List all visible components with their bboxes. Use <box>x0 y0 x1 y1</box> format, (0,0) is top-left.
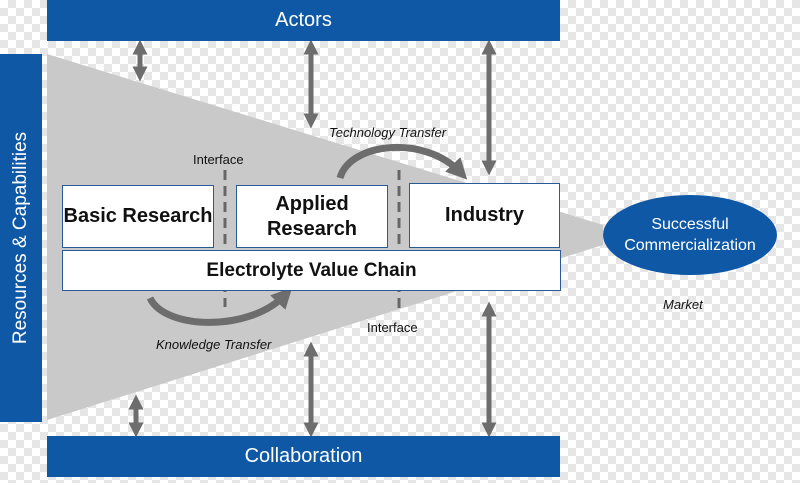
successful-commercialization-label: Successful Commercialization <box>624 216 756 254</box>
actors-bar: Actors <box>47 0 560 41</box>
collaboration-label: Collaboration <box>244 445 363 467</box>
actors-label: Actors <box>275 9 332 31</box>
industry-label: Industry <box>445 204 524 226</box>
resources-capabilities-bar: Resources & Capabilities <box>0 54 42 422</box>
resources-capabilities-label: Resources & Capabilities <box>10 131 32 345</box>
knowledge-transfer-label: Knowledge Transfer <box>156 337 272 352</box>
knowledge-transfer-arrow <box>146 287 293 326</box>
applied-research-box: Applied Research <box>236 185 388 248</box>
electrolyte-value-chain-box: Electrolyte Value Chain <box>62 250 561 291</box>
collaboration-bar: Collaboration <box>47 436 560 477</box>
basic-research-box: Basic Research <box>62 185 214 248</box>
industry-box: Industry <box>409 183 560 248</box>
technology-transfer-label: Technology Transfer <box>329 125 447 140</box>
electrolyte-value-chain-label: Electrolyte Value Chain <box>206 260 417 281</box>
applied-research-label: Applied Research <box>266 192 358 240</box>
technology-transfer-arrow <box>336 143 468 180</box>
successful-commercialization-ellipse: Successful Commercialization <box>603 195 777 275</box>
interface-label-bottom: Interface <box>367 320 418 335</box>
interface-label-top: Interface <box>193 152 244 167</box>
basic-research-label: Basic Research <box>63 205 213 227</box>
market-label: Market <box>663 297 703 312</box>
